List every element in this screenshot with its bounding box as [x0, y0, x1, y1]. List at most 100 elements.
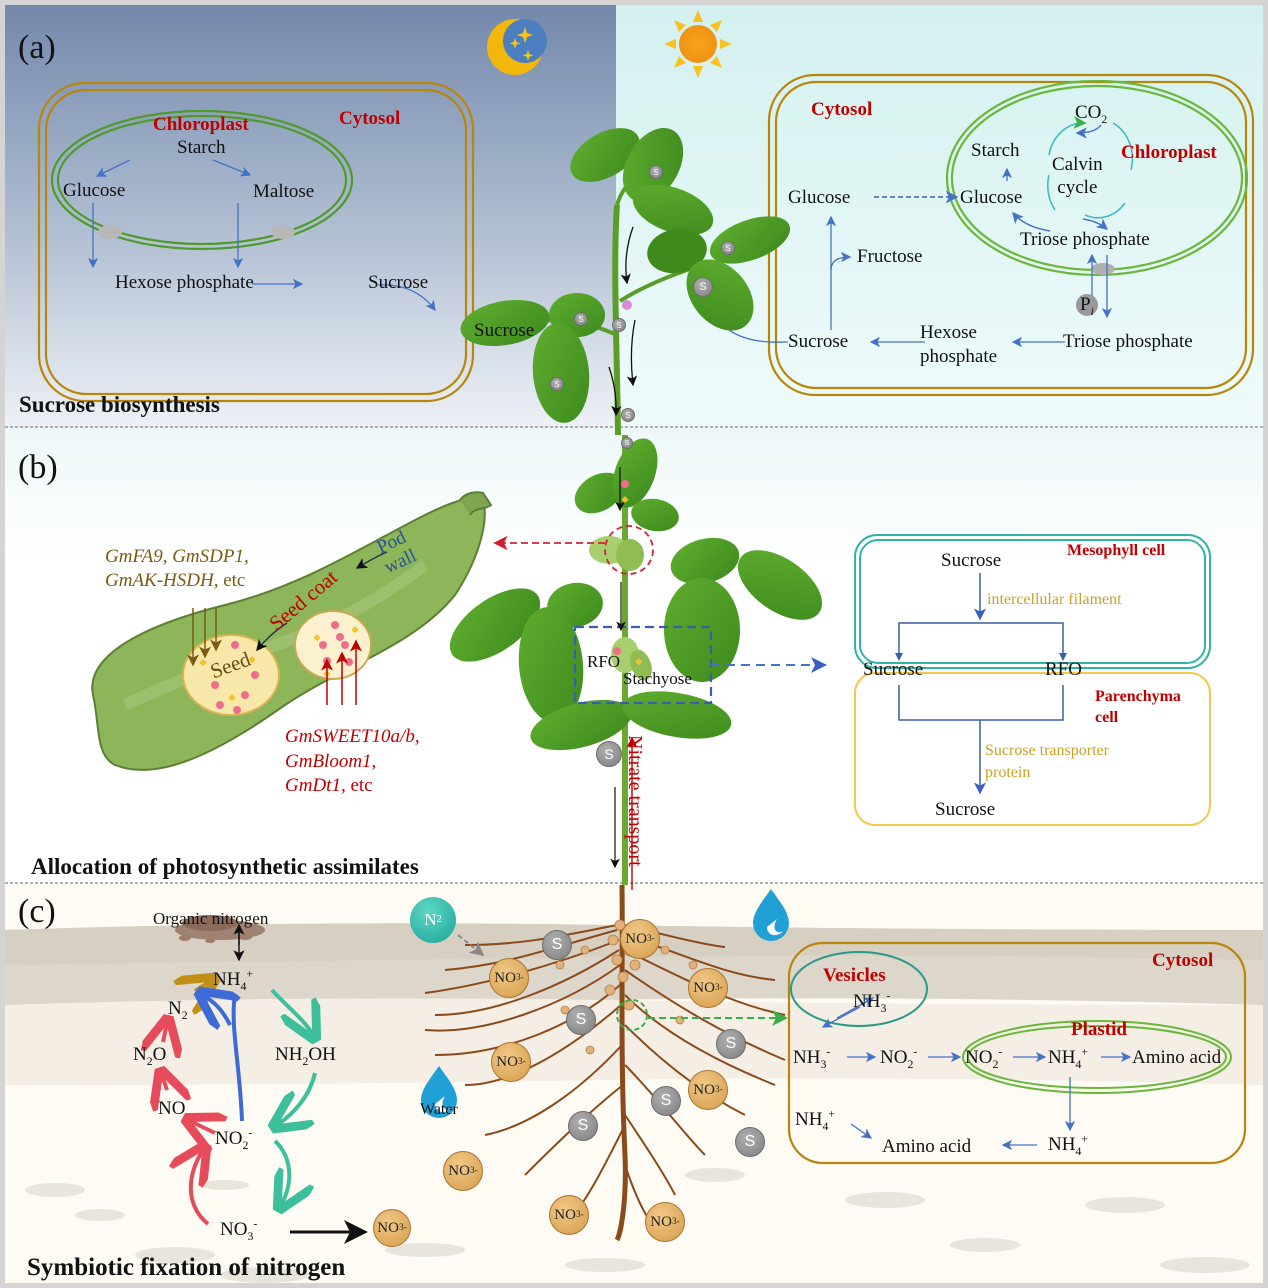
nitrogen-cycle	[162, 915, 368, 1244]
pod-illustration	[91, 491, 493, 771]
panel-a-label: (a)	[18, 29, 56, 66]
rfo-label: RFO	[587, 652, 621, 671]
no3-label: NO3-	[220, 1217, 258, 1243]
day-starch: Starch	[971, 140, 1020, 161]
night-background	[5, 5, 616, 427]
nh3-label: NH3-	[793, 1045, 831, 1071]
sucrose-chip-icon: S	[612, 318, 626, 332]
sucrose-chip-icon: S	[596, 741, 622, 767]
n2-label: N2	[168, 998, 188, 1022]
stachyose-label: Stachyose	[623, 669, 692, 688]
boundary-rfo: RFO	[1045, 659, 1082, 680]
amino-acid-plastid: Amino acid	[1132, 1047, 1222, 1068]
sucrose-chip-icon: S	[621, 437, 633, 449]
night-sucrose: Sucrose	[368, 272, 429, 293]
night-glucose: Glucose	[63, 180, 126, 201]
parenchyma-sucrose: Sucrose	[935, 799, 996, 820]
amino-acid: Amino acid	[882, 1136, 972, 1157]
panel-b-title: Allocation of photosynthetic assimilates	[31, 854, 419, 879]
nh4-label: NH4+	[213, 967, 253, 993]
panel-c-label: (c)	[18, 893, 56, 930]
cytosol-triose-phosphate: Triose phosphate	[1063, 331, 1193, 352]
water-drop-icon	[421, 1066, 457, 1118]
no2-label: NO2-	[215, 1126, 253, 1152]
panel-b-label: (b)	[18, 449, 58, 486]
night-maltose: Maltose	[253, 181, 315, 202]
sucrose-chip-icon: S	[649, 165, 663, 179]
chloroplast-triose-phosphate: Triose phosphate	[1020, 229, 1150, 250]
sucrose-chip-icon: S	[566, 1005, 596, 1035]
sucrose-chip-icon: S	[735, 1127, 765, 1157]
sucrose-chip-icon: S	[651, 1086, 681, 1116]
cytosol-glucose: Glucose	[788, 187, 851, 208]
mesophyll-sucrose: Sucrose	[941, 550, 1002, 571]
intercellular-filament-label: intercellular filament	[987, 591, 1122, 608]
vesicle-nh3: NH3-	[853, 989, 891, 1015]
sucrose-chip-icon: S	[568, 1111, 598, 1141]
panel-c-title: Symbiotic fixation of nitrogen	[27, 1254, 346, 1281]
sucrose-chip-icon: S	[716, 1029, 746, 1059]
nitrate-transport-label: Nitrate transport	[624, 735, 646, 867]
transporter-genes-label: GmSWEET10a/b, GmBloom1, GmDt1, etc	[285, 726, 420, 797]
night-cell-diagram	[37, 81, 475, 403]
no2-cytosol: NO2-	[880, 1045, 918, 1071]
water-label: Water	[420, 1101, 458, 1118]
day-cell-diagram	[708, 73, 1255, 397]
day-cytosol-label: Cytosol	[811, 99, 873, 120]
no2-plastid: NO2-	[965, 1045, 1003, 1071]
sucrose-chip-icon: S	[693, 277, 713, 297]
nh4-plastid: NH4+	[1048, 1045, 1088, 1071]
n2o-label: N2O	[133, 1044, 167, 1068]
moon-stars-icon	[487, 19, 547, 75]
plastid-label: Plastid	[1071, 1019, 1127, 1040]
pi-label: Pi	[1080, 294, 1094, 318]
no-label: NO	[158, 1098, 186, 1119]
water-drop-icon	[753, 889, 789, 941]
seed-genes-label: GmFA9, GmSDP1, GmAK-HSDH, etc	[105, 546, 249, 591]
co2-label: CO2	[1075, 102, 1108, 126]
nitrogen-cell-diagram	[787, 941, 1247, 1165]
night-chloroplast-label: Chloroplast	[153, 114, 249, 135]
sucrose-chip-icon: S	[542, 930, 572, 960]
sucrose-chip-icon: S	[721, 241, 735, 255]
day-chloroplast-label: Chloroplast	[1121, 142, 1217, 163]
day-sucrose: Sucrose	[788, 331, 849, 352]
night-cytosol-label: Cytosol	[339, 108, 401, 129]
sucrose-chip-icon: S	[621, 408, 635, 422]
vesicles-label: Vesicles	[823, 965, 886, 986]
sun-icon	[664, 10, 732, 78]
nh2oh-label: NH2OH	[275, 1044, 336, 1068]
nitrogen-cytosol-label: Cytosol	[1152, 950, 1214, 971]
panel-a-title: Sucrose biosynthesis	[19, 392, 220, 417]
leaf-sucrose-label: Sucrose	[474, 320, 535, 341]
plant-shoot-top	[460, 128, 791, 436]
night-starch: Starch	[177, 137, 226, 158]
chloroplast-glucose: Glucose	[960, 187, 1023, 208]
nh4-bottom: NH4+	[1048, 1132, 1088, 1158]
fructose: Fructose	[857, 246, 923, 267]
nh4-left: NH4+	[795, 1107, 835, 1133]
sucrose-chip-icon: S	[574, 312, 588, 326]
sucrose-chip-icon: S	[550, 377, 564, 391]
mesophyll-cell-label: Mesophyll cell	[1067, 542, 1166, 559]
cell-transport-diagram	[854, 534, 1211, 826]
night-hexose-phosphate: Hexose phosphate	[115, 272, 254, 293]
plant-shoot-middle	[449, 435, 827, 890]
figure: (a) Sucrose biosynthesis Chloroplast Cyt…	[5, 5, 1263, 1283]
organic-nitrogen: Organic nitrogen	[153, 909, 269, 928]
boundary-sucrose: Sucrose	[863, 659, 924, 680]
